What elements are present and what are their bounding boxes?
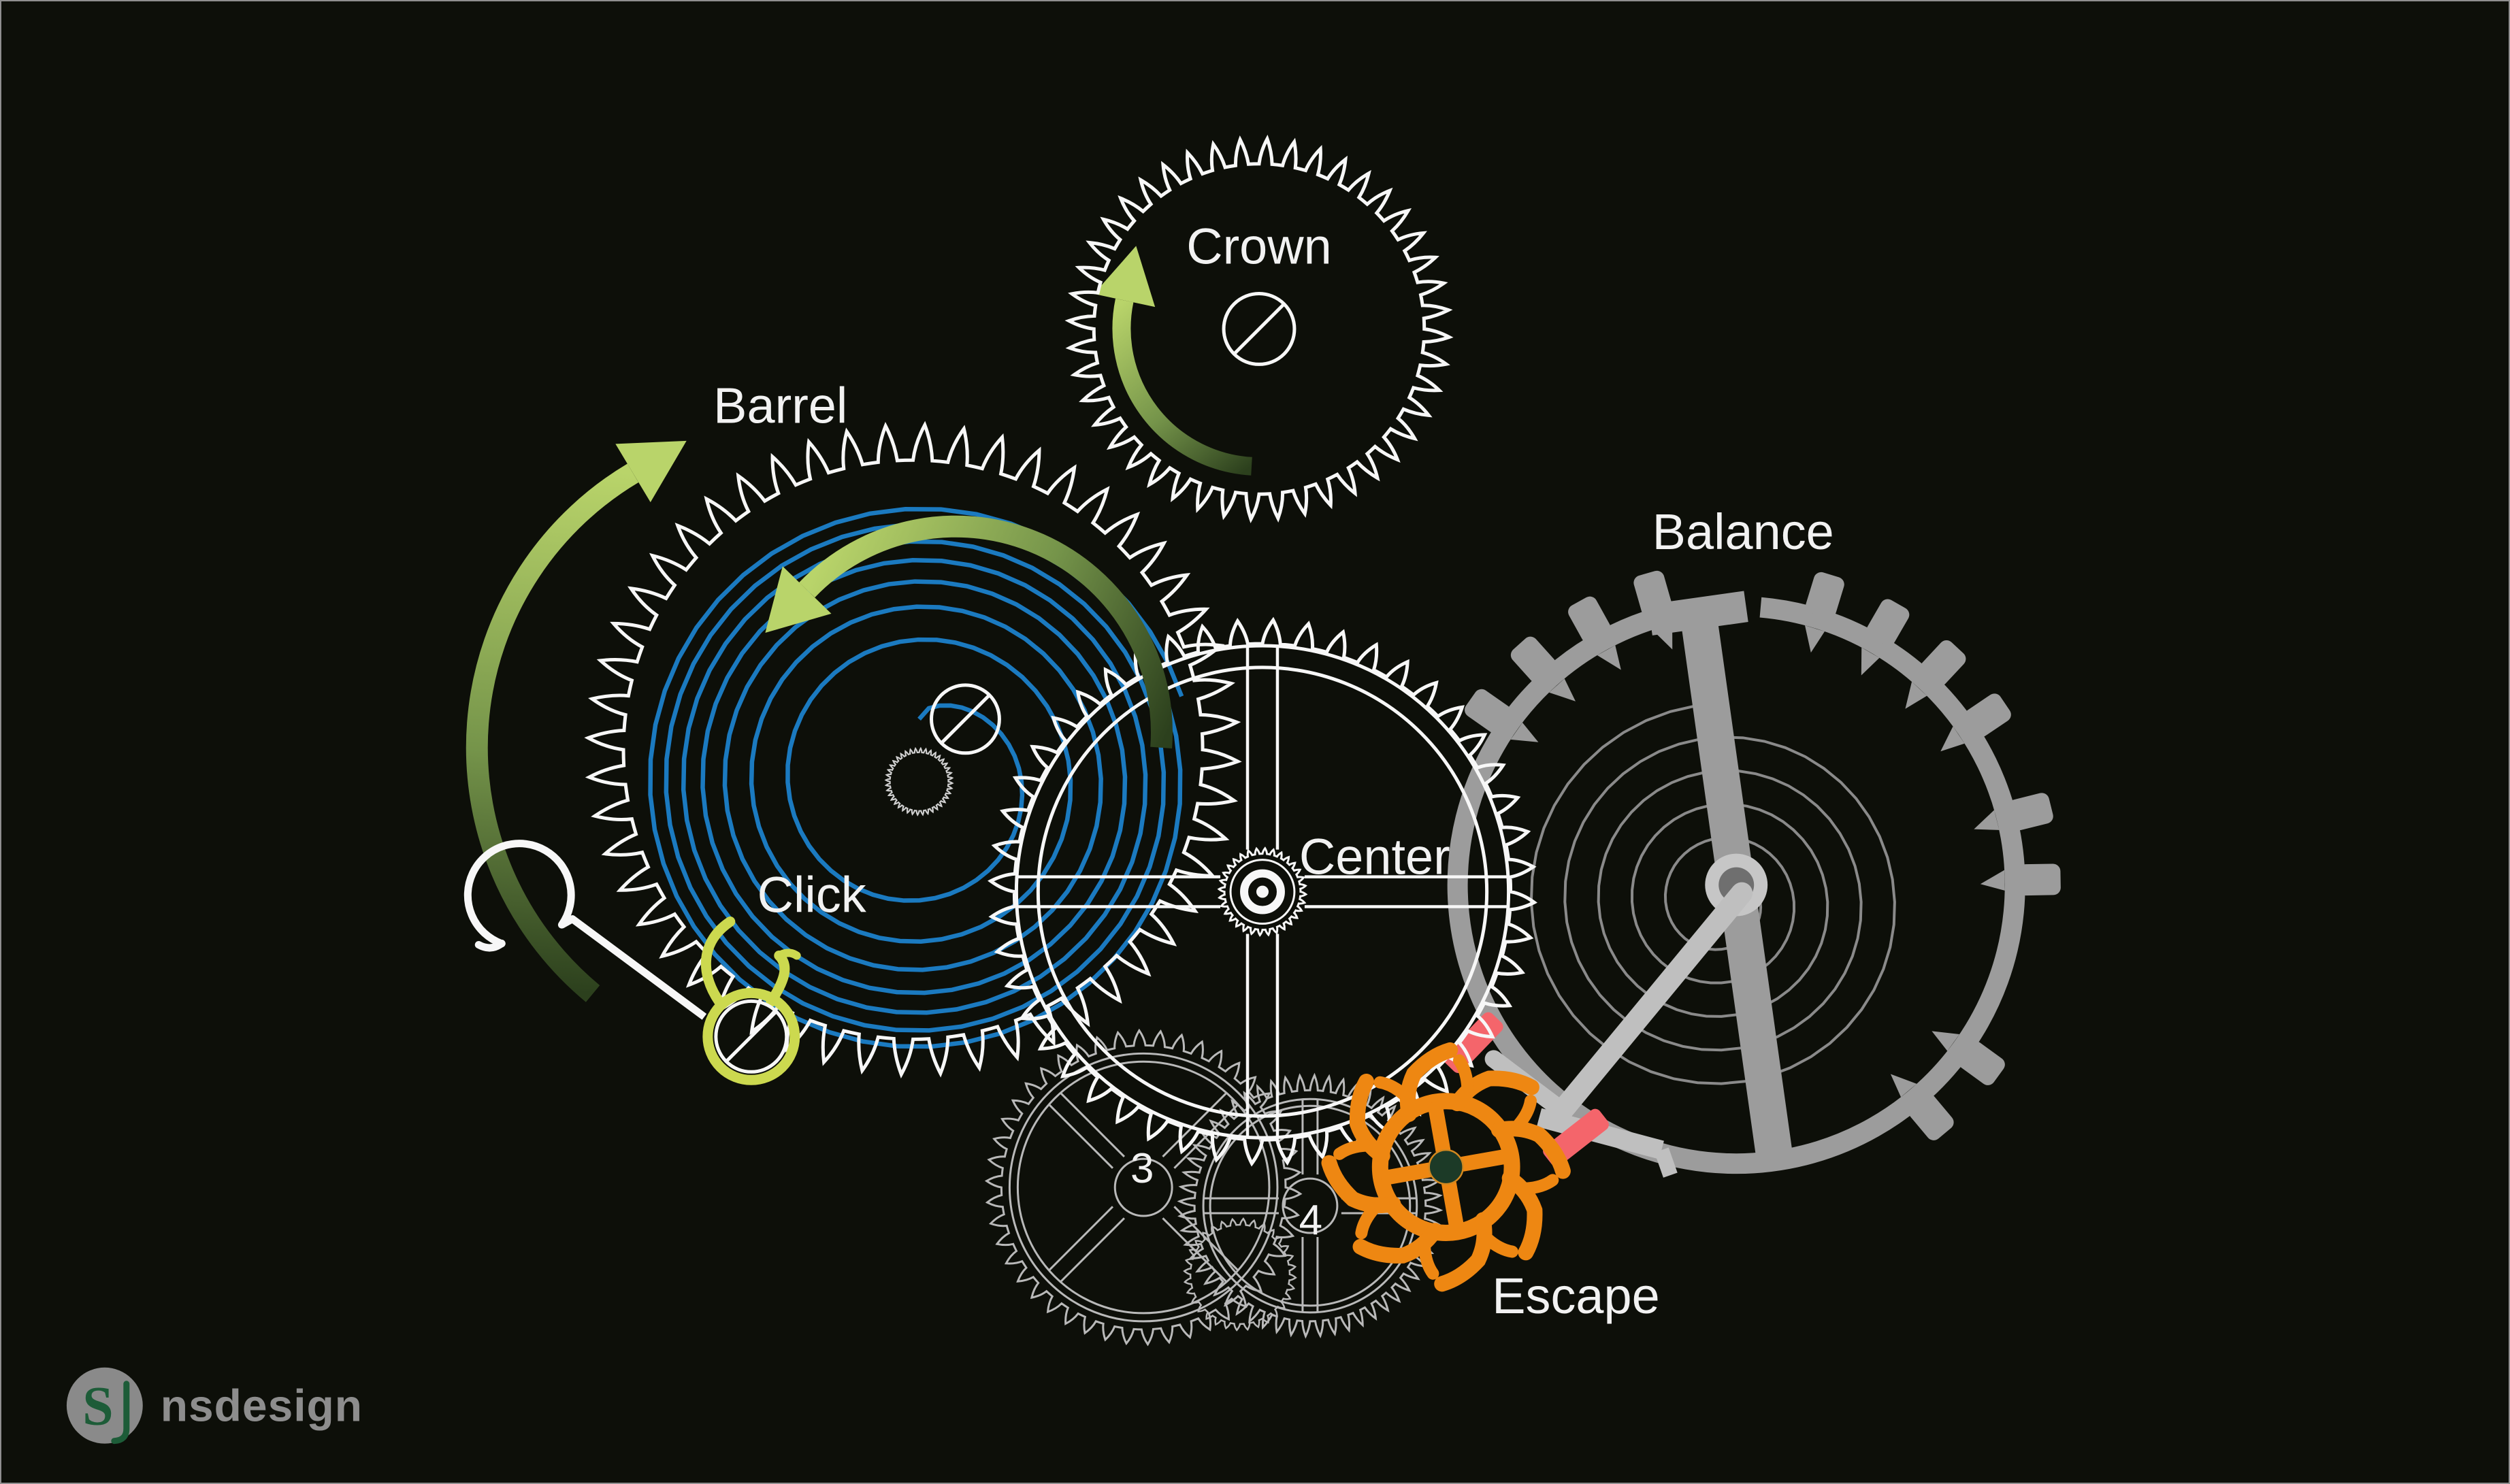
barrel-inner-rotation-arrow (765, 515, 1173, 748)
balance-wheel (1447, 570, 2061, 1174)
balance-screw (1568, 596, 1611, 644)
diagram-graphics (463, 134, 2061, 1347)
balance-screw (2018, 863, 2061, 896)
nsdesign-logo: S nsdesign (66, 1367, 363, 1445)
balance-screw (1920, 640, 1966, 687)
click-pawl (700, 917, 801, 1085)
logo-wordmark: nsdesign (161, 1381, 363, 1431)
label-center: Center (1299, 829, 1450, 885)
balance-screw (1964, 693, 2011, 738)
label-click: Click (757, 867, 867, 923)
label-escape: Escape (1492, 1268, 1660, 1324)
pinion-gear (1183, 1217, 1297, 1332)
balance-screw (2008, 793, 2053, 831)
barrel-arbor-gear (884, 746, 954, 817)
label-balance: Balance (1652, 504, 1834, 560)
balance-screw (1806, 572, 1844, 619)
logo-monogram-icon: S (82, 1375, 114, 1437)
balance-screw (1465, 689, 1512, 733)
center-pinion (1217, 846, 1308, 938)
logo-monogram-hook-icon (111, 1381, 130, 1445)
label-fourth-wheel: 4 (1299, 1197, 1322, 1244)
label-third-wheel: 3 (1130, 1145, 1154, 1192)
fourth-wheel (1177, 1072, 1444, 1339)
center-wheel (988, 616, 1537, 1167)
balance-rim (1447, 596, 2025, 1174)
label-crown: Crown (1186, 218, 1332, 275)
hairspring (1529, 702, 1896, 1085)
crown-rotation-arrow (1094, 246, 1252, 476)
balance-screw (1908, 1093, 1954, 1140)
escape-arbor-dot (1428, 1149, 1464, 1185)
crown-gear (1064, 134, 1454, 524)
label-barrel: Barrel (713, 377, 847, 433)
barrel-outer-rotation-arrow (466, 440, 687, 1002)
balance-screw (1510, 636, 1556, 683)
escape-wheel (1321, 1042, 1571, 1292)
balance-screw (1958, 1041, 2005, 1085)
balance-screw (1866, 599, 1910, 646)
click-spring (463, 840, 707, 1020)
diagram-labels: Crown Barrel Click Center Balance Escape… (713, 218, 1834, 1324)
